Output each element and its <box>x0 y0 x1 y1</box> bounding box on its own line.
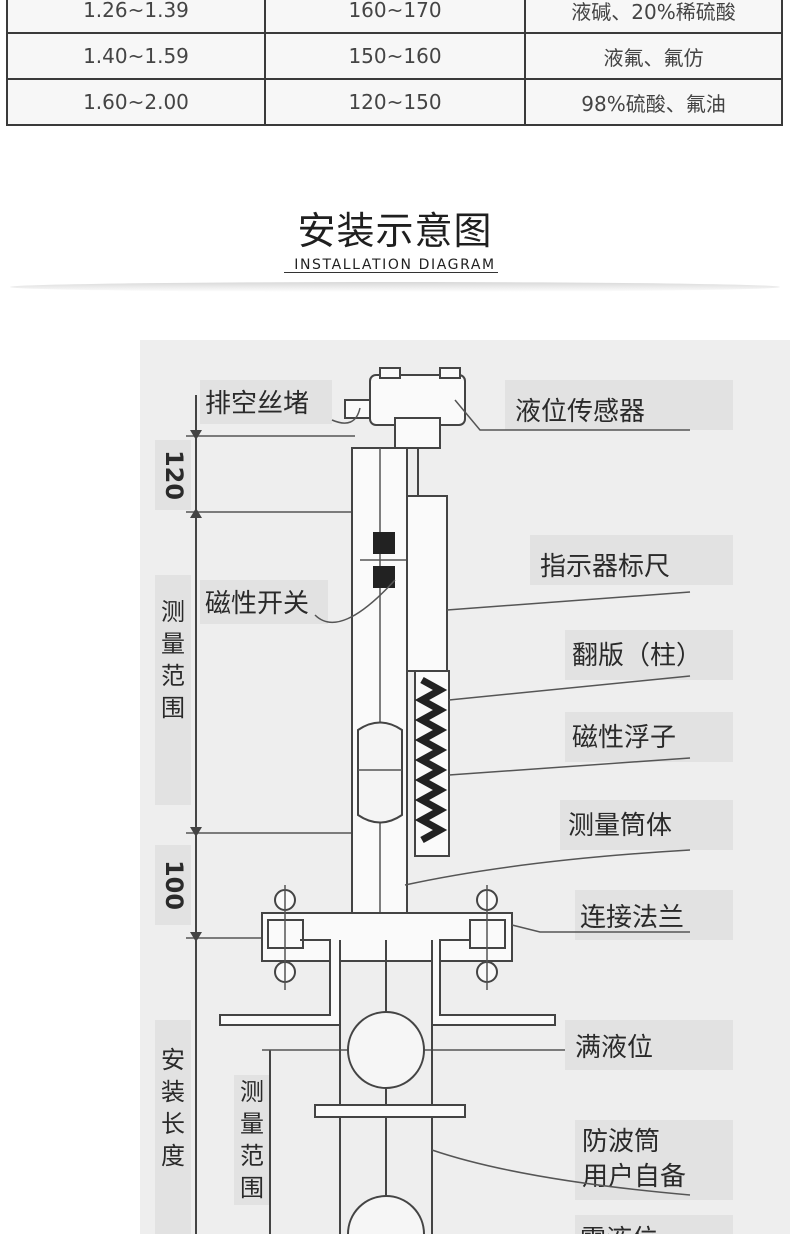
dim-box-range <box>155 575 191 805</box>
value-cell: 160~170 <box>264 0 526 34</box>
dim-measure-range-label: 测量范围 <box>161 598 185 722</box>
density-cell: 1.40~1.59 <box>6 32 266 80</box>
label-wave-tube-note: 用户自备 <box>582 1162 686 1192</box>
chamber-float <box>357 721 403 824</box>
dim-top-value: 120 <box>160 450 188 500</box>
indicator-scale <box>406 495 448 672</box>
dim-install-length-label: 安装长度 <box>161 1046 185 1170</box>
medium-cell: 液碱、20%稀硫酸 <box>524 0 783 34</box>
float-ball-full <box>347 1011 425 1089</box>
dim-bottom-value: 100 <box>160 860 188 910</box>
drain-plug-shape <box>344 399 371 419</box>
density-cell: 1.26~1.39 <box>6 0 266 34</box>
switch-block-1 <box>373 532 395 554</box>
switch-block-2 <box>373 566 395 588</box>
wave-tube-bracket <box>314 1104 466 1118</box>
title-underline <box>284 272 498 273</box>
value-cell: 120~150 <box>264 78 526 126</box>
flap-pattern <box>414 676 448 844</box>
label-magnetic-float: 磁性浮子 <box>572 723 676 753</box>
label-connecting-flange: 连接法兰 <box>580 903 684 933</box>
section-heading: 安装示意图 INSTALLATION DIAGRAM <box>0 200 790 273</box>
label-low-level: 零液位 <box>580 1225 658 1234</box>
dim-arrow-2 <box>190 508 202 518</box>
label-measuring-tube: 测量筒体 <box>568 811 672 841</box>
label-drain-plug: 排空丝堵 <box>205 389 309 419</box>
section-title: 安装示意图 <box>297 209 493 253</box>
density-cell: 1.60~2.00 <box>6 78 266 126</box>
dim-arrow-3 <box>190 827 202 837</box>
label-magnetic-switch: 磁性开关 <box>205 589 309 619</box>
dim-arrow-1 <box>190 430 202 440</box>
medium-cell: 液氟、氟仿 <box>524 32 783 80</box>
section-divider <box>10 282 780 292</box>
float-ball-low <box>347 1195 425 1234</box>
dim-arrow-4 <box>190 932 202 942</box>
section-subtitle: INSTALLATION DIAGRAM <box>294 257 496 273</box>
dim-box-inner-range <box>234 1075 270 1205</box>
dim-inner-range-label: 测量范围 <box>240 1078 264 1202</box>
label-full-level: 满液位 <box>575 1033 653 1063</box>
label-indicator-scale: 指示器标尺 <box>540 552 670 582</box>
label-level-sensor: 液位传感器 <box>515 397 645 427</box>
label-flap-column: 翻版（柱） <box>572 641 702 671</box>
medium-cell: 98%硫酸、氟油 <box>524 78 783 126</box>
value-cell: 150~160 <box>264 32 526 80</box>
dim-box-top <box>155 440 191 510</box>
dim-box-install <box>155 1020 191 1234</box>
dim-box-bottom <box>155 845 191 925</box>
label-wave-tube: 防波筒 <box>582 1127 660 1157</box>
